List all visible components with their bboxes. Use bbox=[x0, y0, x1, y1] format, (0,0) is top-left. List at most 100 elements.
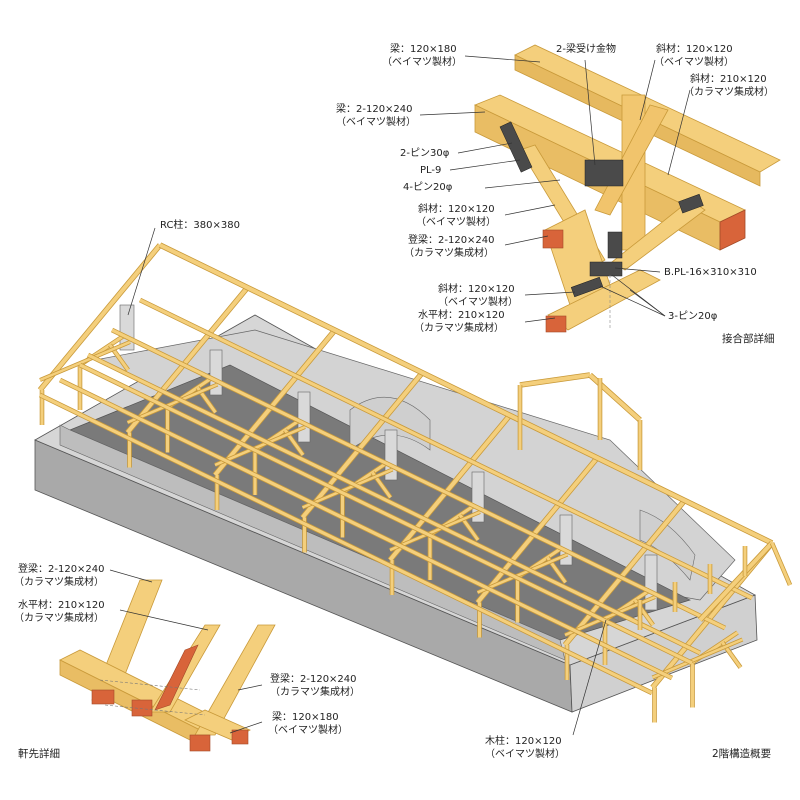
label-diag-low-material: （ベイマツ製材） bbox=[438, 295, 518, 308]
label-base-plate: B.PL-16×310×310 bbox=[664, 267, 757, 278]
leader bbox=[504, 235, 549, 246]
rc-column bbox=[297, 391, 311, 443]
gable-top bbox=[588, 373, 642, 422]
steel-plate-diag bbox=[678, 193, 704, 214]
rafter bbox=[213, 328, 337, 477]
rafter bbox=[388, 413, 512, 562]
base-plate bbox=[589, 261, 623, 277]
label-hardware: 2-梁受け金物 bbox=[556, 42, 616, 55]
label-beam-pair: 梁：2-120×240 bbox=[336, 102, 413, 115]
purlin bbox=[111, 328, 726, 630]
label-diag-top: 斜材：120×120 bbox=[656, 42, 733, 55]
leader bbox=[572, 619, 607, 736]
leader bbox=[484, 179, 561, 189]
label-pl9: PL-9 bbox=[420, 165, 441, 176]
label-diag-big-material: （カラマツ集成材） bbox=[684, 85, 774, 98]
leader bbox=[229, 721, 263, 734]
leader bbox=[109, 569, 153, 583]
purlin bbox=[79, 363, 693, 665]
leader bbox=[667, 89, 691, 176]
label-eave-beam: 梁：120×180 bbox=[272, 710, 339, 723]
ridge-beam bbox=[159, 243, 773, 545]
eave-dashed bbox=[104, 704, 206, 716]
rafter bbox=[38, 243, 162, 392]
label-wood-column: 木柱：120×120 bbox=[485, 734, 562, 747]
label-diag-mid: 斜材：120×120 bbox=[418, 202, 495, 215]
horizontal-member bbox=[214, 425, 306, 467]
eave-end-cut bbox=[189, 734, 211, 752]
leader bbox=[127, 227, 156, 316]
labels: RC柱：380×380 木柱：120×120 （ベイマツ製材） 梁：120×18… bbox=[14, 42, 775, 760]
steel-plate-pl9 bbox=[499, 121, 533, 173]
rafter bbox=[300, 371, 425, 519]
detail-horizontal-end bbox=[545, 315, 567, 333]
leader bbox=[449, 159, 521, 171]
steel-plate-mid bbox=[607, 231, 623, 259]
label-eave-horizontal: 水平材：210×120 bbox=[18, 598, 105, 611]
eave-nobori-right bbox=[194, 624, 276, 736]
label-diag-mid-material: （ベイマツ製材） bbox=[416, 215, 496, 228]
timber-roof-frame bbox=[37, 242, 793, 723]
detail-beam-end bbox=[719, 209, 746, 251]
eave-dashed bbox=[99, 679, 201, 691]
label-horizontal-material: （カラマツ集成材） bbox=[414, 321, 504, 334]
label-diag-top-material: （ベイマツ製材） bbox=[654, 55, 734, 68]
leader bbox=[237, 684, 263, 691]
rafter bbox=[475, 456, 600, 604]
leader bbox=[119, 609, 209, 631]
eave-end-cut bbox=[91, 689, 115, 705]
leader bbox=[524, 291, 576, 296]
detail-nobori-end bbox=[542, 229, 564, 249]
horizontal-member bbox=[302, 468, 393, 509]
leader bbox=[599, 285, 666, 317]
joint-detail bbox=[474, 44, 781, 333]
horizontal-member bbox=[127, 383, 218, 424]
label-nobori-material: （カラマツ集成材） bbox=[404, 246, 494, 259]
gable-rafter bbox=[698, 541, 774, 622]
label-eave-nobori-2-material: （カラマツ集成材） bbox=[270, 685, 360, 698]
purlin bbox=[39, 393, 653, 695]
label-diag-big: 斜材：210×120 bbox=[690, 72, 767, 85]
label-pin20-3: 3-ピン20φ bbox=[668, 310, 718, 322]
purlin bbox=[139, 298, 753, 600]
leader-lines bbox=[109, 55, 691, 736]
leader bbox=[639, 59, 656, 121]
leader bbox=[504, 204, 556, 216]
label-diag-low: 斜材：120×120 bbox=[438, 282, 515, 295]
leader bbox=[419, 111, 486, 116]
rafter bbox=[563, 498, 687, 647]
label-pin30: 2-ピン30φ bbox=[400, 147, 450, 159]
leader bbox=[524, 317, 556, 323]
label-eave-beam-material: （ベイマツ製材） bbox=[268, 723, 348, 736]
horizontal-member bbox=[477, 553, 568, 594]
label-eave-nobori-material: （カラマツ集成材） bbox=[14, 575, 104, 588]
leader bbox=[584, 59, 596, 166]
leader bbox=[614, 267, 661, 273]
purlin bbox=[87, 353, 701, 655]
caption-joint-detail: 接合部詳細 bbox=[722, 332, 775, 345]
leader bbox=[464, 55, 541, 63]
eave-detail bbox=[59, 579, 276, 752]
label-rc-column: RC柱：380×380 bbox=[160, 218, 240, 231]
gable-top bbox=[519, 373, 591, 387]
caption-overview: 2階構造概要 bbox=[712, 747, 771, 760]
label-eave-nobori: 登梁：2-120×240 bbox=[18, 562, 105, 575]
eave-end-cut bbox=[231, 729, 249, 745]
label-horizontal: 水平材：210×120 bbox=[418, 308, 505, 321]
label-wood-column-material: （ベイマツ製材） bbox=[485, 747, 565, 760]
label-eave-horizontal-material: （カラマツ集成材） bbox=[14, 611, 104, 624]
purlin bbox=[59, 378, 673, 680]
beam-hanger-hardware bbox=[584, 159, 624, 187]
label-nobori: 登梁：2-120×240 bbox=[408, 233, 495, 246]
eave-horizontal-face bbox=[154, 644, 199, 711]
leader bbox=[629, 289, 666, 317]
leader bbox=[457, 142, 513, 154]
label-detail-beam-top: 梁：120×180 bbox=[390, 42, 457, 55]
horizontal-member bbox=[39, 340, 131, 382]
overview-structure bbox=[34, 242, 793, 723]
label-eave-nobori-2: 登梁：2-120×240 bbox=[270, 672, 357, 685]
label-beam-pair-material: （ベイマツ製材） bbox=[336, 115, 416, 128]
horizontal-member bbox=[389, 510, 481, 552]
gable-rafter bbox=[770, 542, 792, 586]
